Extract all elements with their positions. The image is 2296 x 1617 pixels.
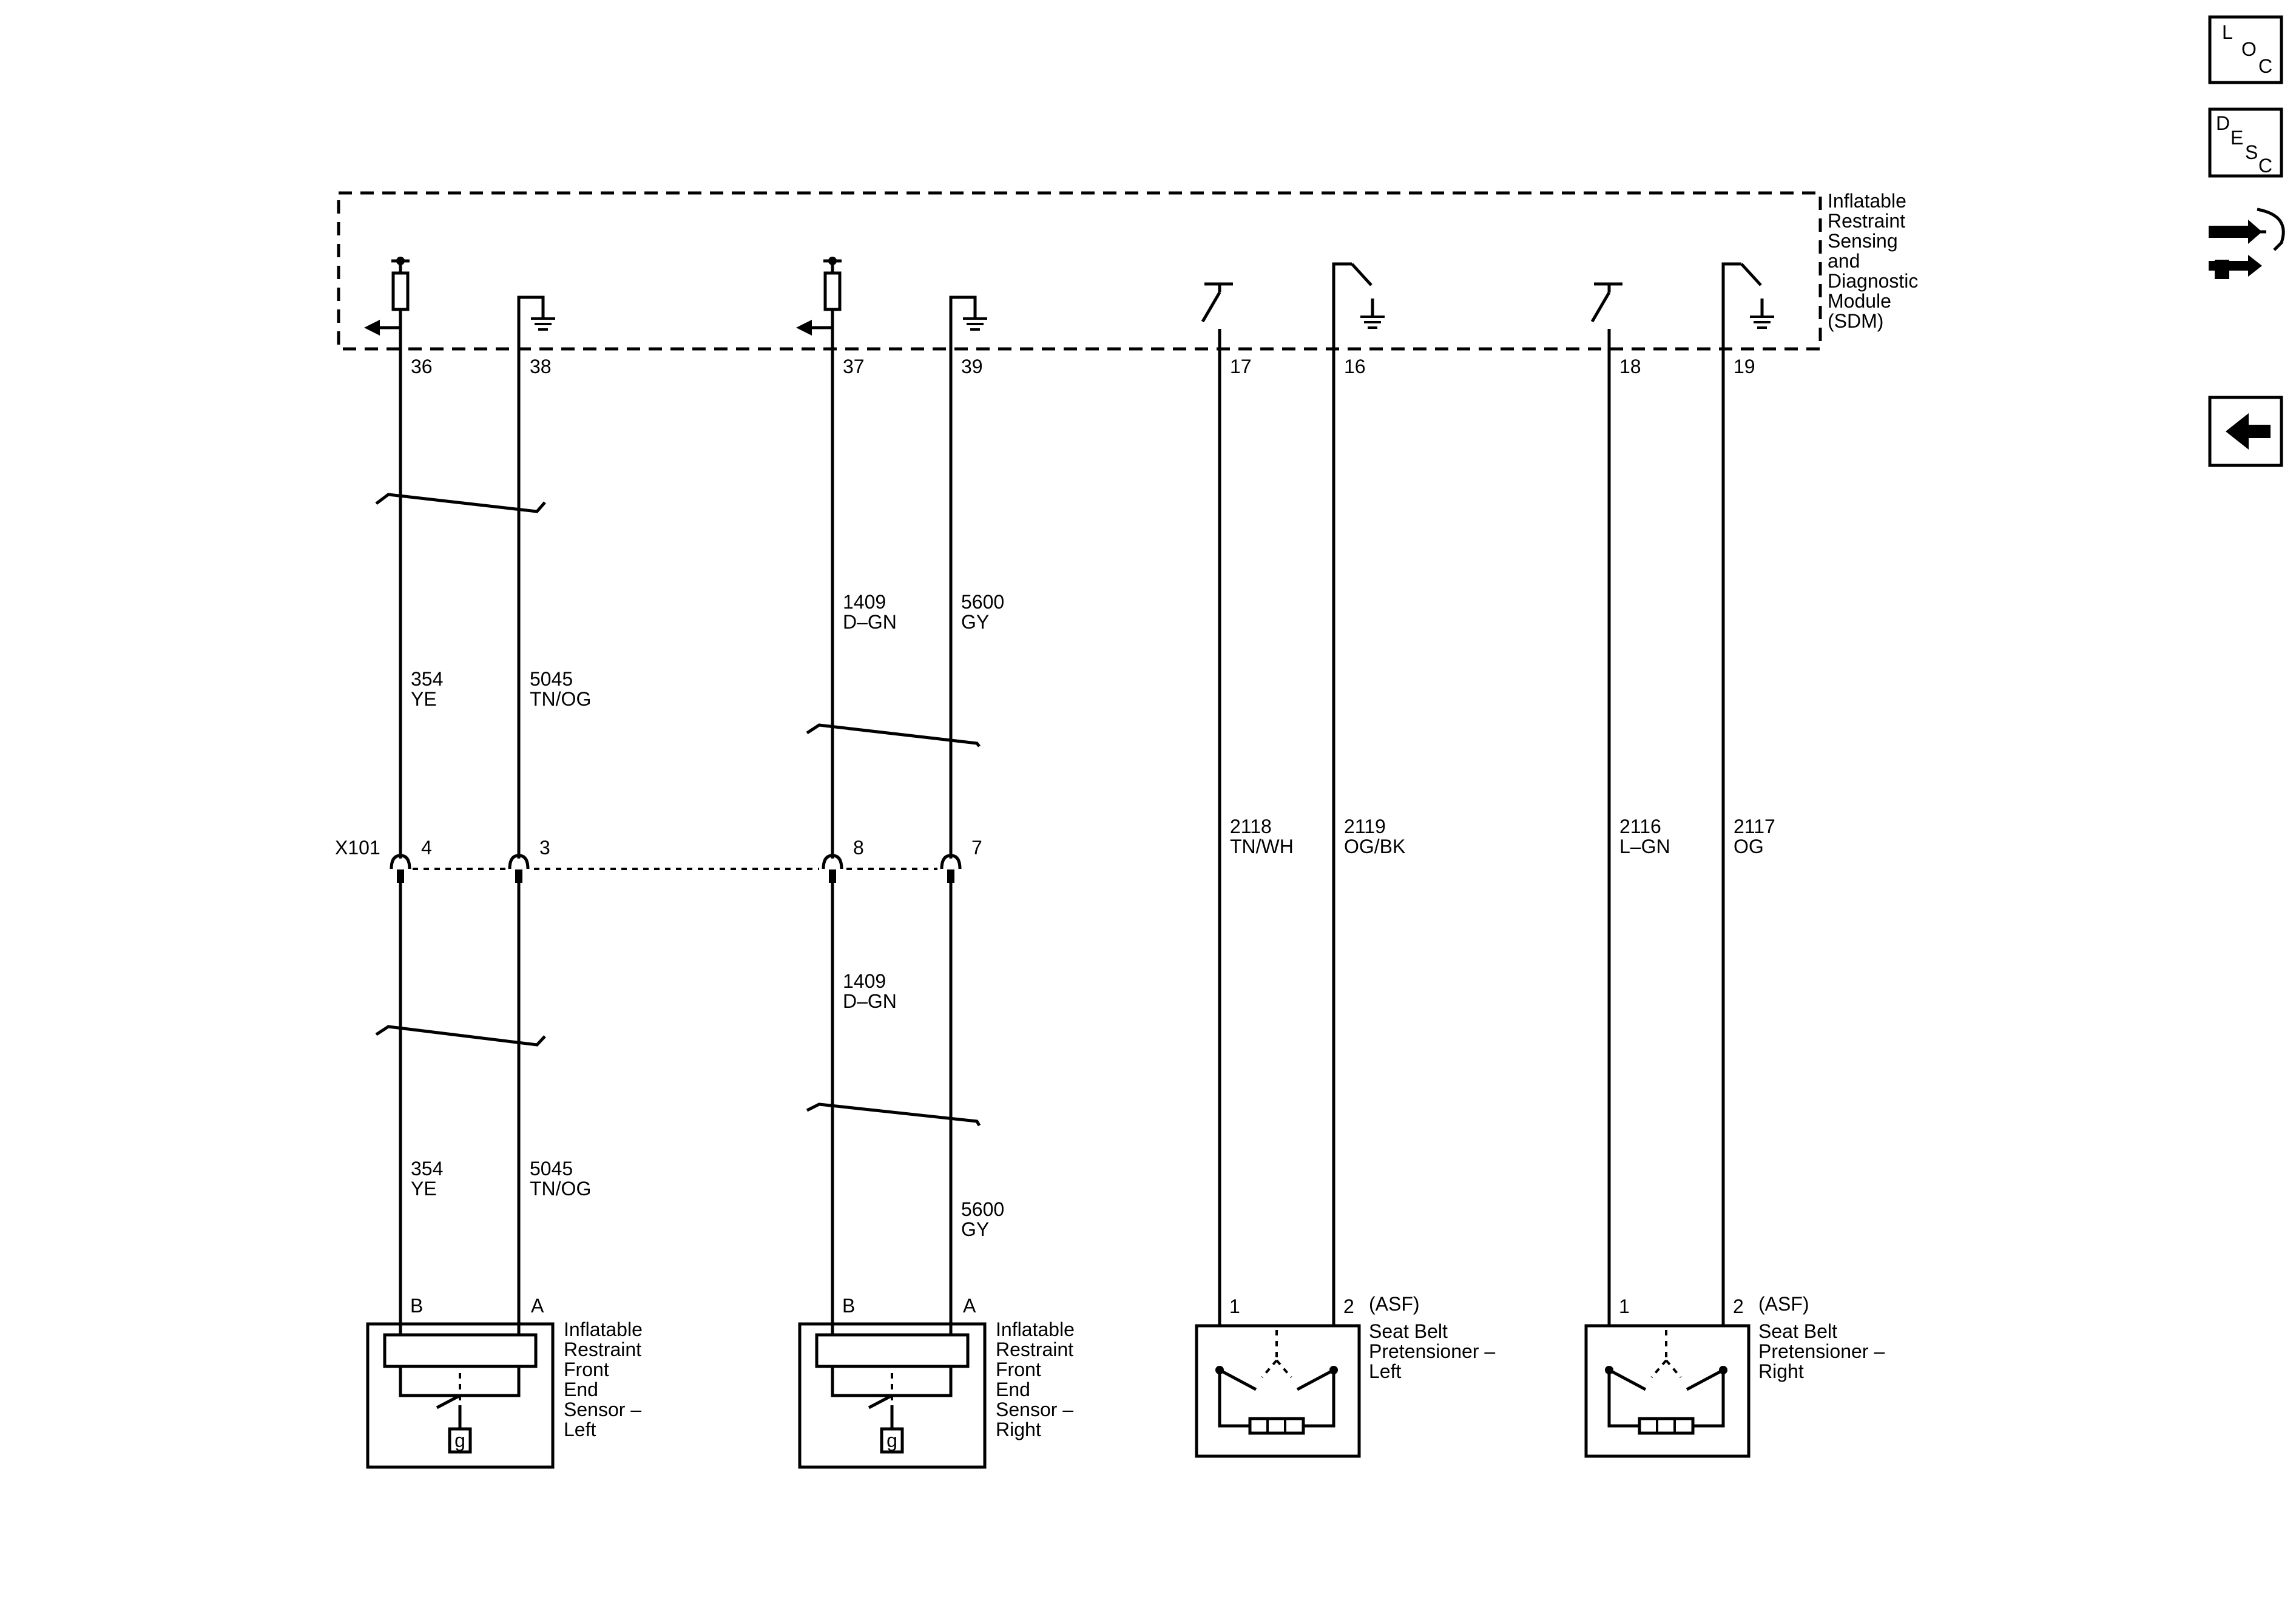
front-end-sensor-left: B A g Inflatable Restraint Front End Sen… <box>366 1295 648 1469</box>
wire-5600-lower-label: 5600 GY <box>961 1198 1010 1240</box>
wire-5045-lower-label: 5045 TN/OG <box>530 1158 591 1200</box>
desc-letter-c: C <box>2258 155 2272 177</box>
loc-button[interactable]: L O C <box>2208 15 2283 84</box>
svg-text:7: 7 <box>971 837 982 859</box>
sdm-module: Inflatable Restraint Sensing and Diagnos… <box>337 190 1923 351</box>
wire-2116: 2116 L–GN <box>1607 349 1670 1326</box>
sensor-right-symbol: g <box>886 1430 897 1451</box>
wire-354-upper-label: 354 YE <box>411 668 448 710</box>
twisted-pair-marker <box>806 723 981 748</box>
wire-2119: 2119 OG/BK <box>1332 349 1405 1326</box>
desc-letter-e: E <box>2230 127 2243 149</box>
sdm-pin17-switch <box>1201 282 1233 349</box>
wire-354-lower-label: 354 YE <box>411 1158 448 1200</box>
wire-2117: 2117 OG <box>1721 349 1781 1326</box>
seat-belt-pretensioner-left: 1 2 (ASF) Seat Belt Pretensioner – Left <box>1195 1293 1501 1458</box>
sdm-pin-38: 38 <box>530 356 552 377</box>
sensor-left-name: Inflatable Restraint Front End Sensor – … <box>564 1318 648 1440</box>
seat-belt-pretensioner-right: 1 2 (ASF) Seat Belt Pretensioner – Right <box>1584 1293 1890 1458</box>
sdm-name: Inflatable Restraint Sensing and Diagnos… <box>1828 190 1923 332</box>
twisted-pair-marker <box>375 493 546 513</box>
sensor-left-symbol: g <box>454 1430 465 1451</box>
sensor-left-pin-a: A <box>531 1295 544 1317</box>
desc-letter-s: S <box>2245 141 2258 163</box>
sdm-pin18-switch <box>1590 282 1622 349</box>
connector-x101-cavity-7: 7 <box>940 837 982 883</box>
desc-letter-d: D <box>2216 112 2230 134</box>
sdm-pin-19: 19 <box>1734 356 1755 377</box>
wire-2119-label: 2119 OG/BK <box>1344 815 1405 857</box>
sdm-pin16-switch <box>1332 262 1385 349</box>
pretensioner-right-name: Seat Belt Pretensioner – Right <box>1758 1320 1890 1382</box>
sdm-pin37-internal <box>796 257 842 336</box>
sensor-right-pin-b: B <box>842 1295 855 1317</box>
svg-text:8: 8 <box>853 837 864 859</box>
sdm-pin-18: 18 <box>1619 356 1641 377</box>
sdm-pin-39: 39 <box>961 356 983 377</box>
wire-5045-upper: 5045 TN/OG <box>517 303 591 859</box>
loc-letter-l: L <box>2222 21 2233 43</box>
svg-text:3: 3 <box>539 837 550 859</box>
wire-2117-label: 2117 OG <box>1734 815 1781 857</box>
wire-5600-upper: 5600 GY <box>949 303 1010 859</box>
left-arrow-icon <box>2226 413 2271 450</box>
svg-text:4: 4 <box>421 837 432 859</box>
wire-354-upper: 354 YE <box>399 328 448 859</box>
sdm-pin19-switch <box>1721 262 1774 349</box>
pretensioner-left-tag: (ASF) <box>1369 1293 1420 1315</box>
wire-2118-label: 2118 TN/WH <box>1230 815 1294 857</box>
loc-letter-o: O <box>2241 38 2257 60</box>
twisted-pair-marker <box>806 1102 981 1127</box>
wire-354-lower: 354 YE <box>399 883 448 1335</box>
wire-2116-label: 2116 L–GN <box>1619 815 1670 857</box>
wire-2118: 2118 TN/WH <box>1218 349 1294 1326</box>
pretensioner-left-pin-1: 1 <box>1229 1295 1240 1317</box>
connector-x101-name: X101 <box>335 837 380 859</box>
loc-letter-c: C <box>2258 55 2272 77</box>
desc-button[interactable]: D E S C <box>2208 107 2283 178</box>
sdm-pin36-internal <box>364 257 410 336</box>
wire-5600-upper-label: 5600 GY <box>961 591 1010 633</box>
wire-1409-upper-label: 1409 D–GN <box>843 591 897 633</box>
wire-5045-upper-label: 5045 TN/OG <box>530 668 591 710</box>
sdm-pin-37: 37 <box>843 356 865 377</box>
wire-5045-lower: 5045 TN/OG <box>517 883 591 1335</box>
pretensioner-right-pin-2: 2 <box>1733 1295 1744 1317</box>
sensor-left-pin-b: B <box>410 1295 423 1317</box>
sensor-right-name: Inflatable Restraint Front End Sensor – … <box>996 1318 1080 1440</box>
front-end-sensor-right: B A g Inflatable Restraint Front End Sen… <box>798 1295 1080 1469</box>
wire-1409-upper: 1409 D–GN <box>831 328 897 859</box>
sdm-pin-16: 16 <box>1344 356 1366 377</box>
pretensioner-right-pin-1: 1 <box>1619 1295 1630 1317</box>
pretensioner-left-pin-2: 2 <box>1343 1295 1354 1317</box>
pretensioner-right-tag: (ASF) <box>1758 1293 1809 1315</box>
sdm-pin39-ground <box>949 295 987 331</box>
sdm-pin38-ground <box>517 295 555 331</box>
twisted-pair-marker <box>375 1025 546 1047</box>
wire-5600-lower: 5600 GY <box>949 883 1010 1335</box>
connector-wrench-icon[interactable] <box>2209 208 2285 279</box>
wire-1409-lower-label: 1409 D–GN <box>843 970 897 1012</box>
sdm-pin-36: 36 <box>411 356 433 377</box>
connector-x101-cavity-3: 3 <box>508 837 550 883</box>
sdm-pin-17: 17 <box>1230 356 1252 377</box>
wire-1409-lower: 1409 D–GN <box>831 883 897 1335</box>
sensor-right-pin-a: A <box>963 1295 976 1317</box>
pretensioner-left-name: Seat Belt Pretensioner – Left <box>1369 1320 1501 1382</box>
connector-x101-cavity-4: 4 <box>390 837 432 883</box>
connector-x101: X101 4 3 8 7 <box>335 837 982 883</box>
back-button[interactable] <box>2208 396 2283 467</box>
connector-x101-cavity-8: 8 <box>822 837 864 883</box>
